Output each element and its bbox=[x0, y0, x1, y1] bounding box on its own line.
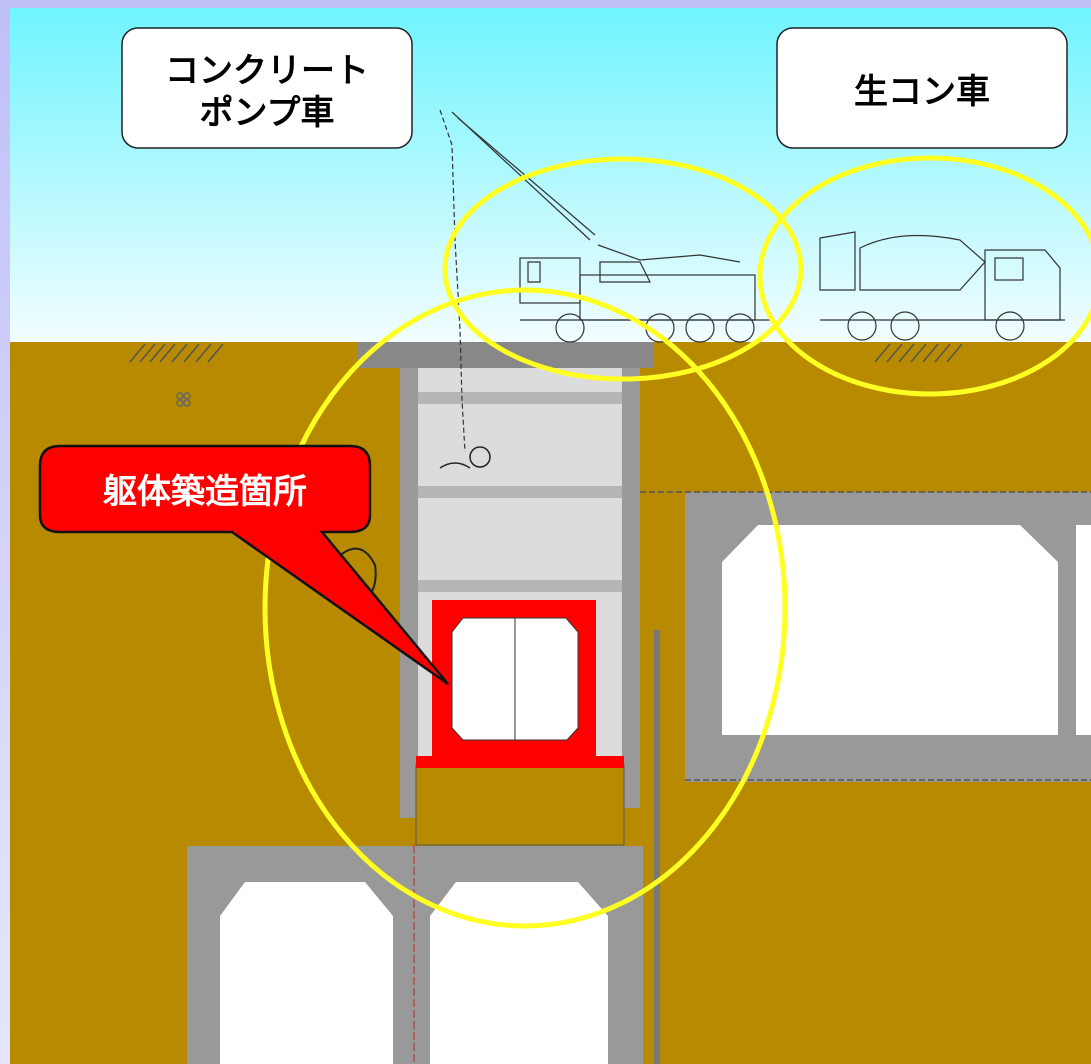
pump-boom-hose bbox=[439, 109, 466, 453]
pump-truck-label-line1: コンクリート bbox=[165, 51, 369, 91]
hose-nozzle bbox=[469, 446, 491, 468]
lower-box-culvert bbox=[187, 846, 643, 1064]
pump-truck-label-line2: ポンプ車 bbox=[200, 93, 335, 133]
mixer-truck-highlight-ellipse bbox=[757, 155, 1091, 397]
pump-truck-label-box: コンクリート ポンプ車 bbox=[121, 27, 413, 149]
construction-site-label: 躯体築造箇所 bbox=[103, 472, 307, 512]
ground-hatch-left bbox=[129, 343, 224, 363]
mixer-truck-label-box: 生コン車 bbox=[776, 27, 1068, 149]
pipe-bend bbox=[334, 547, 377, 599]
mixer-truck-icon bbox=[819, 231, 1065, 341]
gravel-symbol bbox=[176, 392, 191, 407]
ground-hatch-right bbox=[874, 343, 963, 363]
concrete-pump-truck-icon bbox=[451, 111, 770, 343]
pump-truck-highlight-ellipse bbox=[442, 156, 804, 382]
right-box-culvert bbox=[640, 491, 1091, 782]
construction-highlight-ellipse bbox=[262, 287, 788, 929]
construction-box bbox=[416, 600, 624, 768]
mixer-truck-label: 生コン車 bbox=[854, 72, 990, 112]
construction-site-callout: 躯体築造箇所 bbox=[38, 444, 449, 686]
highlight-ellipses bbox=[262, 155, 1091, 929]
